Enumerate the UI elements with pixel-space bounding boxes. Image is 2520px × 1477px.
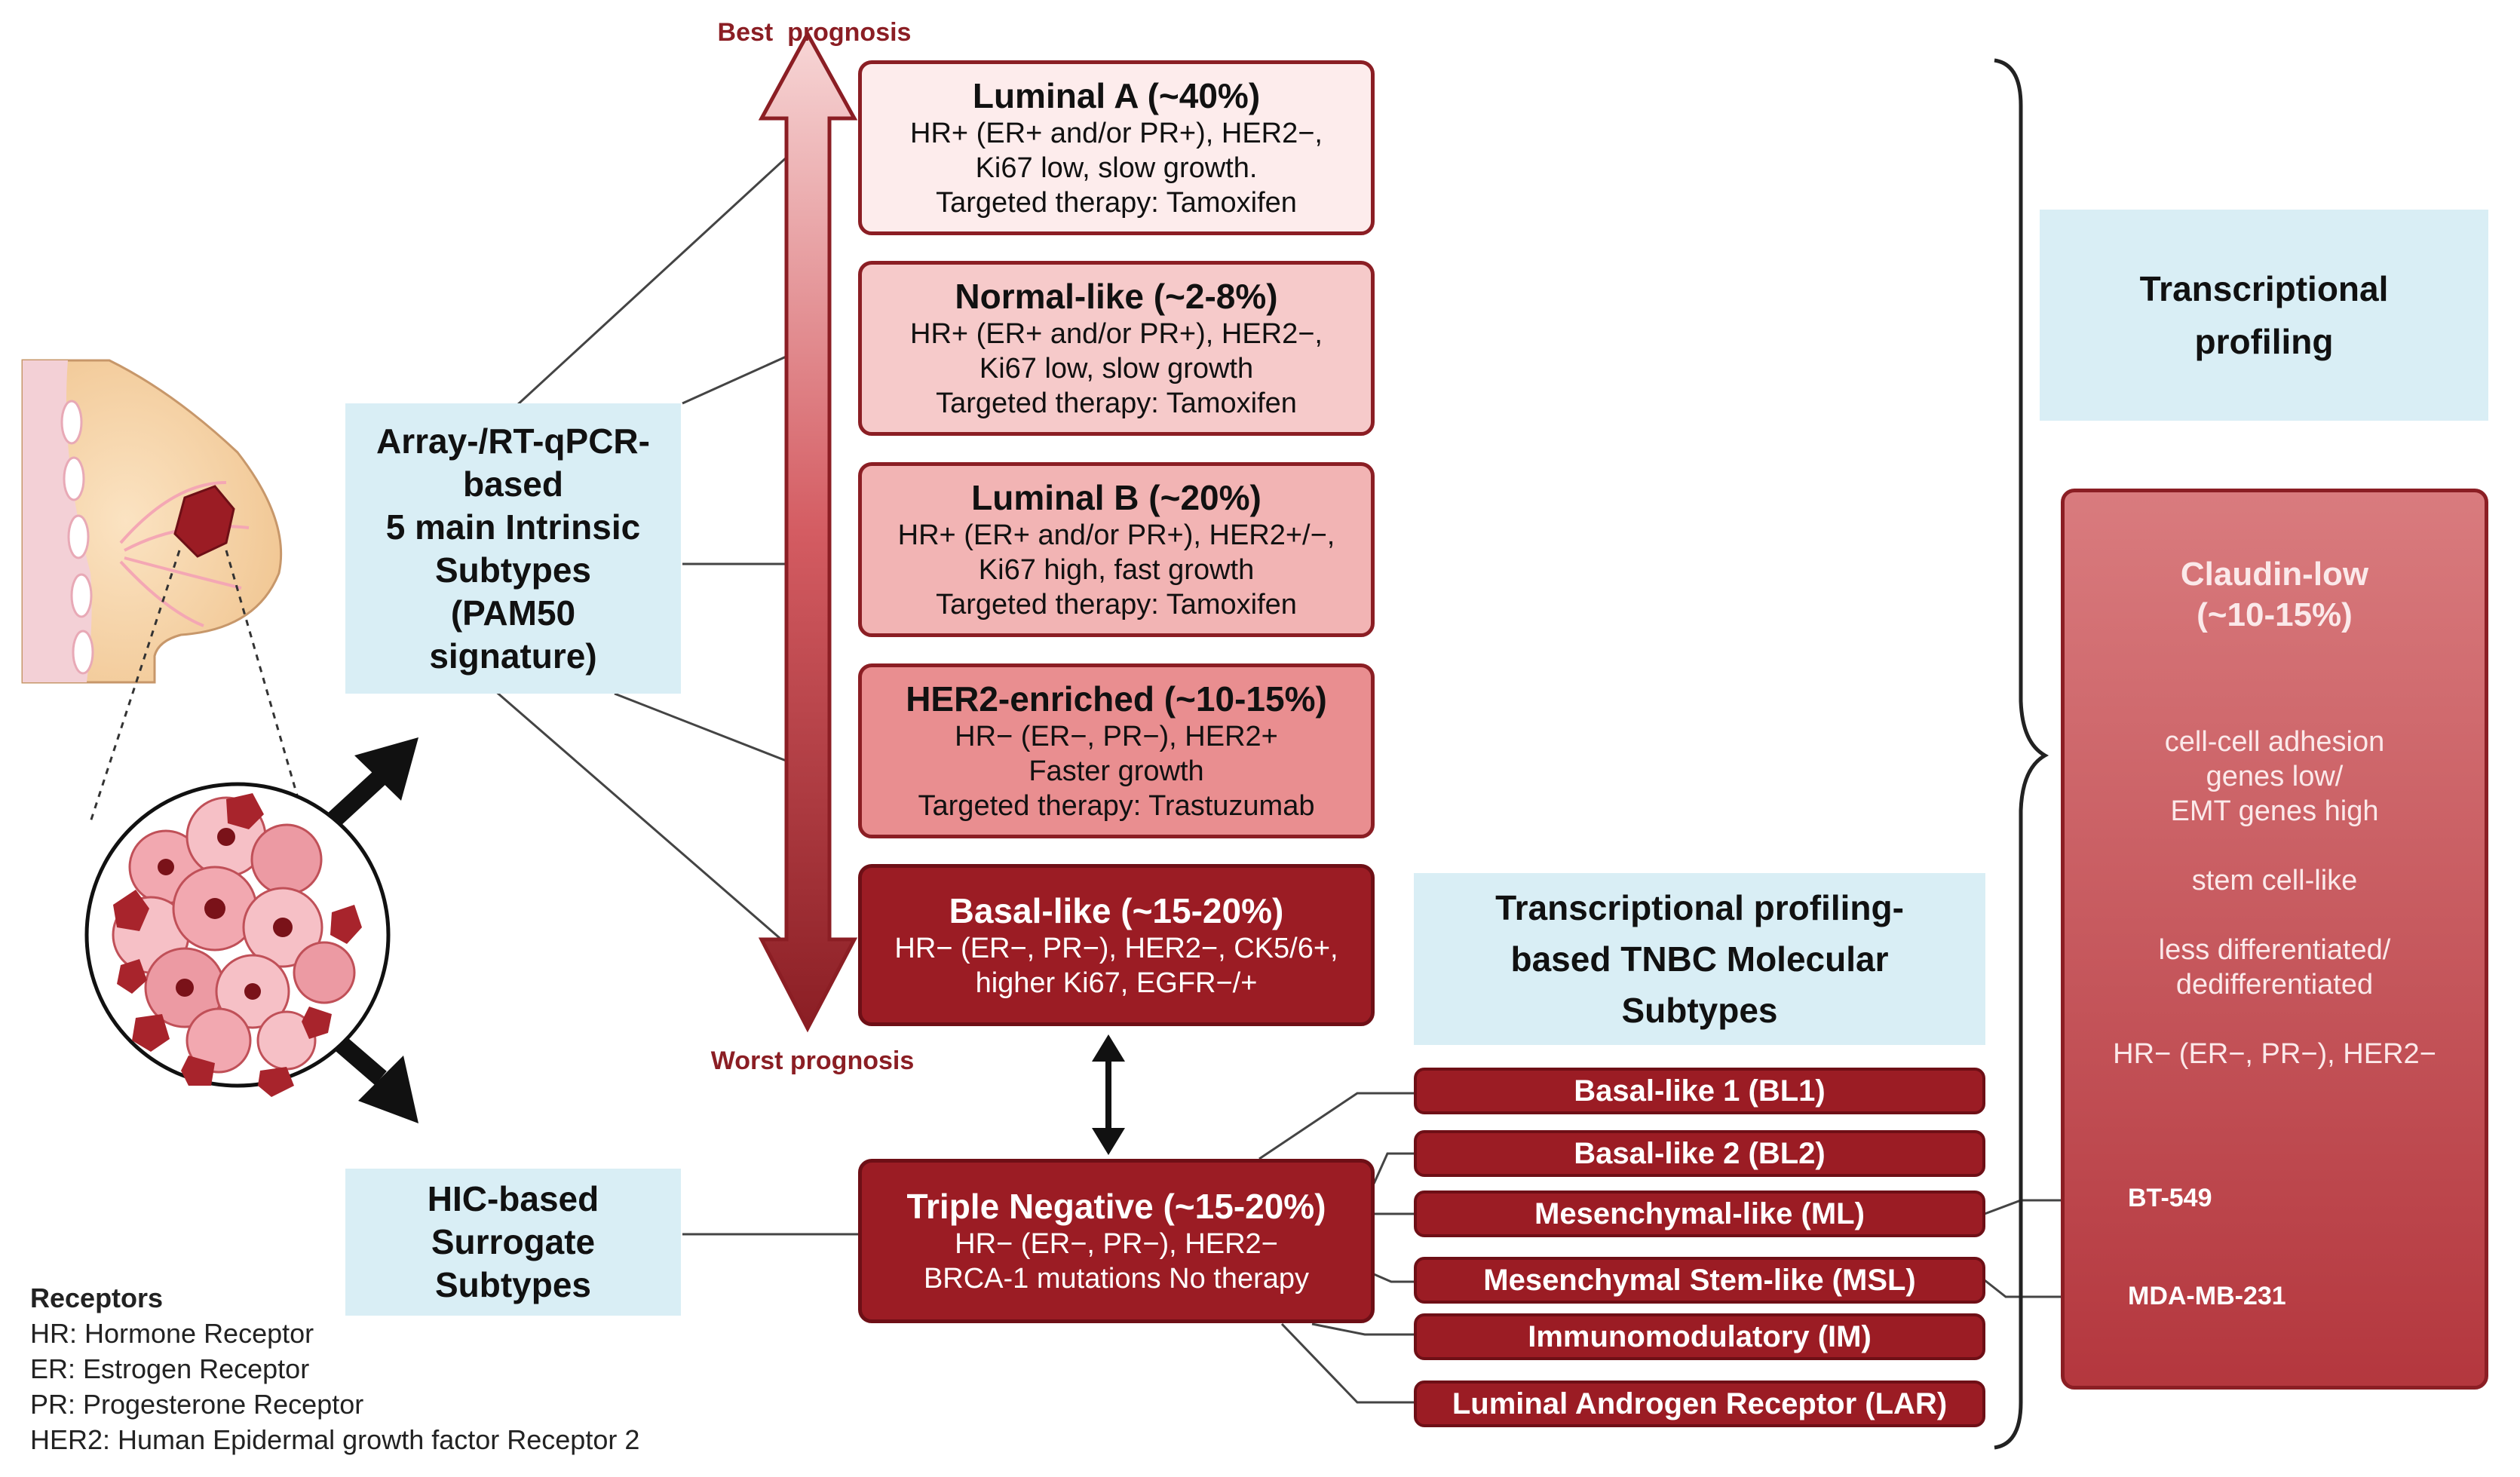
subtype-title: Luminal A (~40%) (972, 76, 1261, 115)
subtype-card-luminal-a: Luminal A (~40%) HR+ (ER+ and/or PR+), H… (858, 60, 1375, 235)
connector-luminal-a (515, 146, 799, 407)
connector-basal (493, 688, 799, 955)
triple-negative-title: Triple Negative (~15-20%) (906, 1187, 1326, 1226)
tnbc-header-box: Transcriptional profiling- based TNBC Mo… (1414, 873, 1985, 1045)
subtype-line: HR− (ER−, PR−), HER2−, CK5/6+, (894, 932, 1338, 964)
subtype-card-her2-enriched: HER2-enriched (~10-15%) HR− (ER−, PR−), … (858, 663, 1375, 838)
subtype-card-luminal-b: Luminal B (~20%) HR+ (ER+ and/or PR+), H… (858, 462, 1375, 637)
claudin-title-line: Claudin-low (2180, 556, 2369, 593)
pam50-line: (PAM50 (450, 593, 576, 633)
legend-item: HER2: Human Epidermal growth factor Rece… (30, 1424, 640, 1455)
subtype-line: Targeted therapy: Trastuzumab (918, 790, 1315, 822)
claudin-feature: EMT genes high (2170, 795, 2379, 827)
claudin-feature: stem cell-like (2191, 865, 2358, 896)
connector-normal-like (682, 350, 799, 405)
cell-line-bt549: BT-549 (2128, 1184, 2212, 1212)
triple-negative-line: BRCA-1 mutations No therapy (923, 1263, 1310, 1295)
subtype-line: HR+ (ER+ and/or PR+), HER2−, (910, 118, 1323, 149)
hic-line: Surrogate (431, 1222, 596, 1261)
hic-line: Subtypes (434, 1265, 592, 1304)
pam50-line: 5 main Intrinsic (385, 507, 641, 547)
subtype-line: Ki67 high, fast growth (978, 554, 1255, 586)
legend-item: PR: Progesterone Receptor (30, 1389, 364, 1420)
worst-prognosis-label: Worst prognosis (710, 1046, 915, 1075)
pam50-connectors (493, 146, 860, 1236)
claudin-feature: less differentiated/ (2158, 934, 2391, 966)
tnbc-header-line: Subtypes (1621, 991, 1778, 1030)
pam50-line: based (463, 464, 563, 504)
hic-line: HIC-based (427, 1179, 599, 1218)
subtype-title: Basal-like (~15-20%) (949, 890, 1284, 930)
claudin-low-features: cell-cell adhesion genes low/ EMT genes … (2065, 725, 2485, 1071)
claudin-feature: dedifferentiated (2175, 969, 2374, 1000)
legend-title: Receptors (30, 1282, 164, 1313)
tnbc-header-line: based TNBC Molecular (1510, 939, 1889, 979)
subtype-line: Targeted therapy: Tamoxifen (936, 388, 1297, 419)
tnbc-subtype-ml: Mesenchymal-like (ML) (1414, 1190, 1985, 1237)
claudin-feature: HR− (ER−, PR−), HER2− (2113, 1038, 2436, 1070)
subtype-line: Faster growth (1029, 755, 1204, 787)
tnbc-header-line: Transcriptional profiling- (1495, 888, 1904, 927)
cell-line-mda-mb-231: MDA-MB-231 (2128, 1282, 2286, 1310)
tnbc-subtype-bl1: Basal-like 1 (BL1) (1414, 1068, 1985, 1114)
triple-negative-line: HR− (ER−, PR−), HER2− (955, 1228, 1278, 1260)
subtype-card-normal-like: Normal-like (~2-8%) HR+ (ER+ and/or PR+)… (858, 261, 1375, 436)
receptor-legend: Receptors HR: Hormone Receptor ER: Estro… (30, 1280, 784, 1457)
pam50-box: Array-/RT-qPCR- based 5 main Intrinsic S… (345, 403, 681, 694)
best-prognosis-label: Best prognosis (717, 18, 912, 47)
claudin-low-title: Claudin-low (~10-15%) (2065, 554, 2485, 636)
subtype-title: Luminal B (~20%) (971, 478, 1262, 517)
pam50-line: Subtypes (434, 550, 592, 590)
tumor-illustration (84, 782, 391, 1097)
prognosis-arrow (758, 29, 858, 1033)
pam50-line: signature) (429, 636, 597, 676)
tnbc-subtype-bl2: Basal-like 2 (BL2) (1414, 1130, 1985, 1177)
pam50-line: Array-/RT-qPCR- (376, 421, 650, 461)
connector-her2 (614, 692, 799, 767)
basal-tn-arrow (1092, 1034, 1125, 1155)
subtype-title: HER2-enriched (~10-15%) (906, 679, 1327, 719)
subtype-title: Normal-like (~2-8%) (955, 277, 1278, 316)
claudin-feature: cell-cell adhesion (2164, 726, 2385, 758)
claudin-title-line: (~10-15%) (2197, 596, 2353, 633)
transcriptional-profiling-box: Transcriptional profiling (2040, 210, 2488, 421)
subtype-line: Ki67 low, slow growth (979, 353, 1254, 385)
claudin-feature: genes low/ (2206, 761, 2344, 792)
legend-item: ER: Estrogen Receptor (30, 1353, 310, 1384)
subtype-line: HR+ (ER+ and/or PR+), HER2+/−, (897, 519, 1335, 551)
triple-negative-card: Triple Negative (~15-20%) HR− (ER−, PR−)… (858, 1159, 1375, 1323)
tnbc-subtype-msl: Mesenchymal Stem-like (MSL) (1414, 1257, 1985, 1304)
hic-box: HIC-based Surrogate Subtypes (345, 1169, 681, 1316)
transcriptional-line: Transcriptional (2139, 269, 2389, 308)
subtype-line: Targeted therapy: Tamoxifen (936, 589, 1297, 621)
transcriptional-line: profiling (2194, 322, 2334, 361)
breast-illustration (21, 359, 311, 838)
subtype-line: HR− (ER−, PR−), HER2+ (955, 721, 1278, 752)
subtype-line: Ki67 low, slow growth. (975, 152, 1258, 184)
tnbc-subtype-im: Immunomodulatory (IM) (1414, 1313, 1985, 1360)
claudin-low-box: Claudin-low (~10-15%) cell-cell adhesion… (2061, 489, 2488, 1390)
subtype-line: Targeted therapy: Tamoxifen (936, 187, 1297, 219)
tnbc-subtype-lar: Luminal Androgen Receptor (LAR) (1414, 1380, 1985, 1427)
subtype-line: higher Ki67, EGFR−/+ (975, 967, 1258, 999)
legend-item: HR: Hormone Receptor (30, 1318, 314, 1349)
curly-brace (1994, 58, 2049, 1450)
subtype-card-basal-like: Basal-like (~15-20%) HR− (ER−, PR−), HER… (858, 864, 1375, 1026)
subtype-line: HR+ (ER+ and/or PR+), HER2−, (910, 318, 1323, 350)
